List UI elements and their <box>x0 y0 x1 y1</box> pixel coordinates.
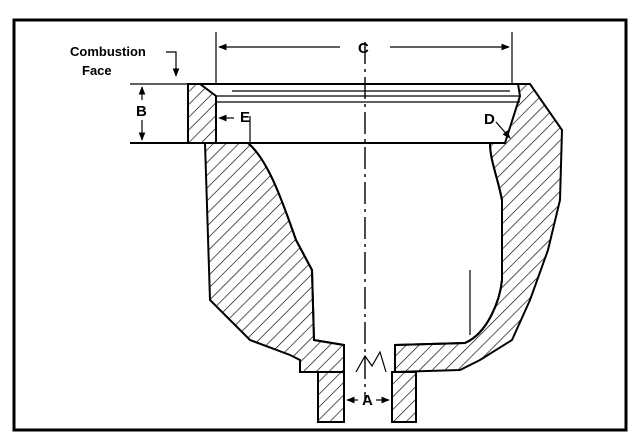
head-section-left <box>187 83 345 373</box>
seat-insert-right <box>391 371 417 423</box>
label-c: C <box>358 40 369 57</box>
label-a: A <box>362 392 373 409</box>
head-section-right <box>394 83 564 374</box>
label-d: D <box>484 111 495 128</box>
face-label: Face <box>82 63 112 78</box>
combustion-face-label: Combustion <box>70 44 146 59</box>
seat-insert-left <box>317 371 345 423</box>
label-b: B <box>136 103 147 120</box>
diagram-frame <box>12 18 628 432</box>
dimension-d-leader <box>495 121 511 139</box>
label-e: E <box>240 109 250 126</box>
